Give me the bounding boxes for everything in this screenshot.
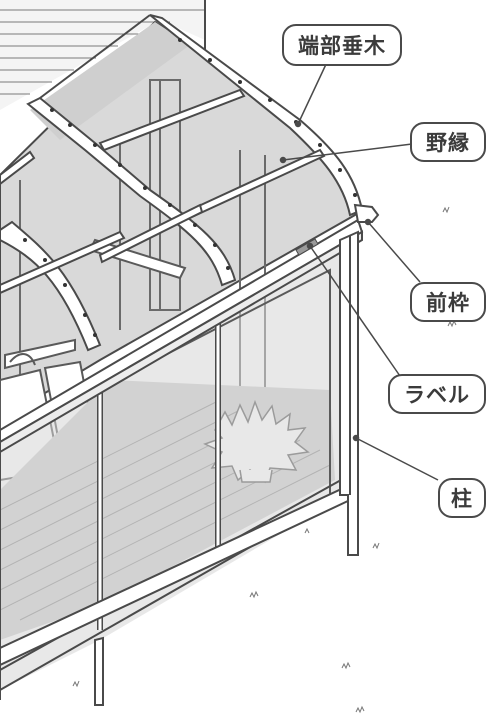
- callout-post: 柱: [438, 478, 486, 518]
- callout-purlin: 野縁: [410, 122, 486, 162]
- callout-label: ラベル: [388, 374, 486, 414]
- rafters: [0, 14, 364, 352]
- callout-end-rafter: 端部垂木: [282, 24, 402, 66]
- corner-post: [339, 230, 359, 556]
- purlins: [0, 88, 326, 295]
- callout-front-frame: 前枠: [410, 282, 486, 322]
- leader-lines: [279, 59, 439, 481]
- gutter-corner: [353, 203, 380, 223]
- front-frame-beam: [0, 218, 364, 454]
- grass-marks: [72, 206, 457, 714]
